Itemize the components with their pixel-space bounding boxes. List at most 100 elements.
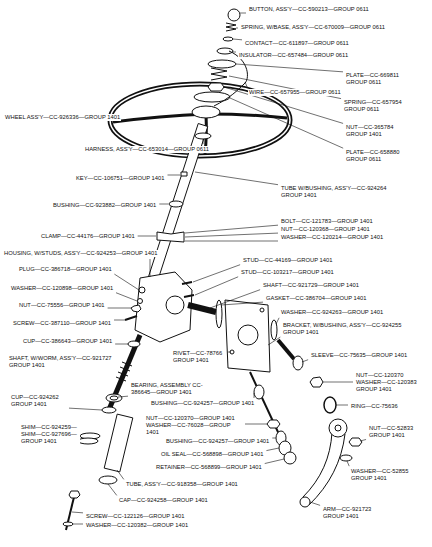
nut [310, 377, 323, 387]
leader-line [347, 461, 349, 466]
leader-line [114, 320, 125, 321]
leader-line [185, 225, 278, 233]
part-label: WASHER—CC-52855 GROUP 1401 [350, 468, 410, 482]
leader-line [193, 265, 240, 282]
part-label: RIVET—CC-78766 GROUP 1401 [172, 350, 226, 364]
part-label: BRACKET, W/BUSHING, ASS'Y—CC-924255 GROU… [282, 322, 412, 336]
shim [78, 438, 98, 444]
stud [184, 295, 194, 297]
nut [208, 83, 224, 91]
clamp [157, 232, 184, 242]
part-label: NUT—CC-75556—GROUP 1401 [18, 302, 106, 309]
worm-thread [116, 362, 132, 381]
cup [102, 407, 116, 413]
part-label: BUTTON, ASS'Y—CC-590213—GROUP 0611 [248, 6, 370, 13]
leader-line [210, 290, 260, 308]
leader-line [245, 424, 267, 425]
part-label: SCREW—CC-122126—GROUP 1401 [85, 513, 185, 520]
leader-line [73, 524, 83, 525]
part-label: NUT—CC-120368—GROUP 1401 [280, 226, 371, 233]
cap [99, 476, 117, 484]
leader-line [221, 302, 263, 305]
leader-line [115, 344, 128, 345]
screw-head [69, 491, 80, 498]
part-label: OIL SEAL—CC-568898—GROUP 1401 [160, 451, 264, 458]
ring [324, 397, 336, 413]
part-label: SHIM—CC-924259— SHIM—CC-927696— GROUP 14… [20, 424, 80, 445]
leader-line [268, 337, 280, 345]
leader-lines [69, 13, 366, 524]
leader-line [228, 352, 231, 353]
leader-line [230, 98, 343, 148]
bracket-bushing [238, 325, 258, 345]
part-label: CONTACT—CC-611897—GROUP 0611 [244, 40, 350, 47]
bearing [106, 394, 122, 402]
part-label: HARNESS, ASS'Y—CC-653014—GROUP 0611 [84, 146, 210, 153]
leader-line [203, 139, 204, 144]
plate [194, 92, 230, 102]
part-label: HOUSING, W/STUDS, ASS'Y—CC-924253—GROUP … [3, 250, 158, 257]
bushing [254, 385, 264, 399]
washer [271, 320, 277, 340]
leader-line [168, 175, 181, 176]
leader-line [114, 274, 139, 290]
part-label: WASHER—CC-120382—GROUP 1401 [85, 522, 189, 529]
part-label: BOLT—CC-121783—GROUP 1401 [280, 218, 374, 225]
part-label: SPRING—CC-657954 GROUP 0611 [343, 99, 405, 113]
shaft-end [278, 340, 294, 359]
part-label: BUSHING—CC-924257—GROUP 1401 [165, 438, 270, 445]
harness [195, 133, 211, 139]
part-label: CAP—CC-924258—GROUP 1401 [118, 497, 209, 504]
part-label: NUT—CC-120370 WASHER—CC-120383 GROUP 140… [355, 372, 427, 393]
leader-line [159, 204, 168, 205]
part-label: WIRE—CC-657955—GROUP 0611 [248, 89, 342, 96]
retainer [284, 452, 296, 464]
part-label: ARM—CC-921723 GROUP 1401 [322, 506, 386, 520]
leader-line [108, 308, 131, 309]
part-label: PLUG—CC-386718—GROUP 1401 [18, 266, 113, 273]
leader-line [236, 64, 343, 72]
part-label: NUT—CC-52833 GROUP 1401 [368, 425, 420, 439]
bushing [169, 201, 183, 207]
leader-line [245, 82, 247, 87]
part-label: SCREW—CC-387110—GROUP 1401 [12, 320, 112, 327]
plate [208, 60, 236, 68]
part-label: SHAFT, W/WORM, ASS'Y—CC-921727 GROUP 140… [8, 355, 118, 369]
part-label: NUT—CC-365784 GROUP 1401 [345, 124, 407, 138]
part-label: SLEEVE—CC-75635—GROUP 1401 [310, 352, 408, 359]
spring [226, 23, 236, 31]
part-label: GASKET—CC-386704—GROUP 1401 [265, 295, 367, 302]
leader-line [360, 439, 366, 441]
part-label: TUBE W/BUSHING, ASS'Y—CC-924264 GROUP 14… [280, 185, 400, 199]
leader-line [233, 39, 242, 41]
part-label: BUSHING—CC-923882—GROUP 1401 [52, 202, 157, 209]
gear-housing [135, 272, 192, 342]
washer [340, 455, 352, 461]
part-label: WASHER—CC-120898—GROUP 1401 [10, 285, 114, 292]
leader-line [229, 76, 341, 99]
leader-line [116, 293, 137, 301]
leader-line [72, 512, 83, 514]
leader-line [232, 52, 236, 53]
part-label: WHEEL ASS'Y—CC-926336—GROUP 1401 [4, 114, 121, 121]
leader-line [240, 13, 246, 14]
sector [166, 296, 184, 314]
leader-line [272, 438, 276, 439]
leader-line [265, 459, 284, 464]
washer [63, 522, 73, 526]
part-label: BUSHING—CC-924257—GROUP 1401 [150, 400, 255, 407]
part-label: SPRING, W/BASE, ASS'Y—CC-670009—GROUP 06… [240, 24, 386, 31]
stud [250, 372, 292, 462]
leader-line [150, 259, 151, 277]
leader-line [185, 241, 278, 242]
nut [267, 420, 280, 428]
part-label: KEY—CC-106751—GROUP 1401 [75, 175, 166, 182]
leader-line [224, 87, 343, 123]
part-label: RETAINER—CC-568899—GROUP 1401 [155, 464, 263, 471]
washer [138, 299, 143, 304]
sleeve [293, 356, 303, 370]
part-label: BEARING, ASSEMBLY CC-386645—GROUP 1401 [130, 382, 207, 396]
leader-line [138, 236, 156, 237]
leader-line [117, 470, 124, 479]
part-label: STUD—CC-103217—GROUP 1401 [240, 269, 335, 276]
